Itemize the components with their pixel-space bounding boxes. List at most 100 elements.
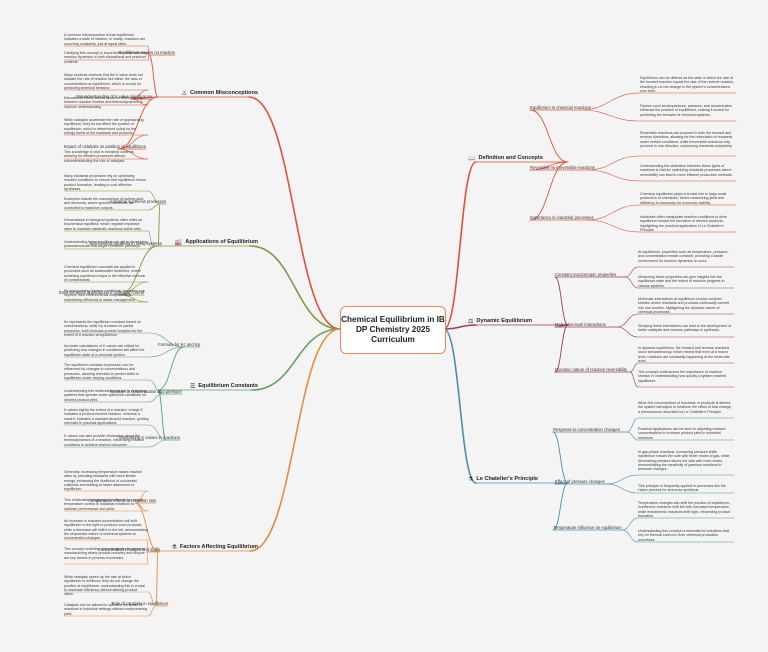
- branch-dynamic[interactable]: ⚖Dynamic Equilibrium: [468, 318, 532, 325]
- sub-topic[interactable]: Molecular-level interactions: [555, 321, 606, 327]
- sub-topic[interactable]: Constant macroscopic properties: [555, 271, 617, 277]
- branch-line-constants: [251, 328, 341, 391]
- detail-note: This knowledge is vital in industrial co…: [64, 150, 135, 163]
- detail-note: Reversible reactions can proceed in both…: [640, 131, 733, 148]
- flask-icon: ⚗: [468, 476, 474, 483]
- detail-note: Accurate calculations of K values are cr…: [64, 344, 145, 357]
- warning-icon: ⚠: [181, 90, 187, 97]
- sub-line: [157, 203, 161, 247]
- note-line: [585, 155, 641, 171]
- flask-icon: ⚗: [171, 544, 177, 551]
- sub-topic[interactable]: Equilibrium in chemical reactions: [530, 104, 591, 110]
- detail-note: Practical applications can be seen in ad…: [638, 427, 726, 440]
- detail-note: Industries often manipulate reaction con…: [640, 215, 727, 232]
- detail-note: Molecular interactions at equilibrium in…: [638, 297, 730, 314]
- detail-note: This principle is frequently applied in …: [638, 484, 726, 493]
- sub-line: [117, 96, 159, 150]
- note-line: [148, 393, 163, 403]
- branch-applications[interactable]: 🏭Applications of Equilibrium: [175, 239, 258, 246]
- note-line: [130, 89, 149, 100]
- sub-topic[interactable]: Effect of pressure changes: [555, 478, 605, 484]
- note-line: [626, 417, 639, 433]
- sub-line: [529, 109, 569, 163]
- note-line: [616, 326, 639, 338]
- detail-note: In gas-phase reactions, increasing press…: [638, 450, 730, 472]
- book-icon: 📖: [468, 155, 476, 162]
- branch-label: Common Misconceptions: [189, 90, 258, 96]
- central-title: Chemical Equilibrium in IB DP Chemistry …: [341, 315, 445, 344]
- factory-icon: 🏭: [174, 239, 183, 246]
- note-line: [585, 219, 641, 233]
- branch-line-misconceptions: [248, 96, 341, 330]
- branch-line-factors: [249, 328, 341, 552]
- branch-label: Applications of Equilibrium: [185, 239, 258, 245]
- note-line: [148, 379, 163, 395]
- detail-note: At equilibrium, properties such as tempe…: [638, 250, 729, 263]
- note-line: [148, 424, 167, 441]
- sub-topic[interactable]: Equilibrium means no reaction: [118, 49, 175, 55]
- branch-label: Factors Affecting Equilibrium: [179, 544, 258, 550]
- sub-topic[interactable]: Reversible vs irreversible reactions: [530, 164, 595, 170]
- detail-note: While catalysts accelerate the rate of a…: [64, 118, 144, 135]
- sub-topic[interactable]: Role of catalysts in equilibrium: [111, 600, 168, 606]
- note-line: [605, 483, 639, 494]
- detail-note: Many students overlook that the K value …: [64, 73, 143, 90]
- detail-note: When the concentration of reactants or p…: [638, 401, 732, 414]
- note-line: [147, 54, 150, 61]
- sub-topic[interactable]: Biochemical equilibria in living systems: [89, 240, 162, 246]
- note-line: [147, 230, 154, 247]
- sub-line: [134, 502, 159, 552]
- branch-line-dynamic: [443, 324, 477, 330]
- sub-topic[interactable]: Interpreting K values in reactions: [119, 434, 180, 440]
- central-topic[interactable]: Chemical Equilibrium in IB DP Chemistry …: [340, 306, 446, 354]
- branch-lechatelier[interactable]: ⚗Le Chatelier's Principle: [468, 476, 538, 483]
- detail-note: K values can also provide information ab…: [64, 434, 145, 447]
- equals-icon: ☰: [189, 383, 196, 390]
- note-line: [117, 134, 149, 150]
- detail-note: Educational efforts should focus on diff…: [64, 96, 143, 109]
- note-line: [146, 551, 149, 565]
- sub-topic[interactable]: Response to concentration changes: [553, 426, 620, 432]
- sub-topic[interactable]: Industrial synthesis processes: [110, 198, 166, 204]
- detail-note: Equilibrium can be defined as the state …: [640, 76, 735, 93]
- detail-note: In dynamic equilibrium, the forward and …: [638, 346, 730, 363]
- sub-line: [148, 54, 159, 98]
- note-line: [616, 313, 639, 328]
- sub-topic[interactable]: Dynamic nature of reaction reversibility: [555, 366, 628, 372]
- note-line: [147, 605, 157, 617]
- detail-note: Measuring these properties can give insi…: [638, 275, 725, 288]
- detail-note: The equilibrium constant expression can …: [64, 363, 139, 380]
- sub-topic[interactable]: Importance in industrial processes: [530, 214, 594, 220]
- detail-note: Studying these interactions can lead to …: [638, 324, 732, 333]
- note-line: [624, 276, 639, 289]
- note-line: [626, 431, 639, 441]
- detail-note: Factors such as temperature, pressure, a…: [640, 104, 733, 117]
- note-line: [118, 281, 149, 296]
- sub-topic[interactable]: Misunderstanding of K value significance: [76, 93, 152, 99]
- note-line: [147, 245, 154, 250]
- branch-constants[interactable]: ☰Equilibrium Constants: [190, 383, 258, 390]
- sub-topic[interactable]: Concentration changes and shifts: [97, 546, 160, 552]
- sub-topic[interactable]: Impact of catalysts on position of equil…: [63, 143, 146, 149]
- note-line: [146, 539, 149, 553]
- note-line: [629, 362, 639, 373]
- detail-note: Examples include the manufacture of sulf…: [64, 197, 144, 210]
- branch-line-lechatelier: [443, 328, 477, 484]
- detail-note: An increase in reactant concentration wi…: [64, 519, 148, 541]
- sub-topic[interactable]: Environmental applications in pollution …: [59, 289, 144, 295]
- branch-misconceptions[interactable]: ⚠Common Misconceptions: [182, 90, 258, 97]
- sub-topic[interactable]: Formula for Kc and Kp: [158, 341, 200, 347]
- sub-topic[interactable]: Temperature effects on reaction rate: [88, 497, 156, 503]
- sub-line: [118, 245, 159, 296]
- branch-definition[interactable]: 📖Definition and Concepts: [468, 155, 543, 162]
- sub-line: [554, 276, 569, 326]
- note-line: [148, 346, 185, 358]
- detail-note: This concept underscores the importance …: [638, 370, 727, 383]
- branch-factors[interactable]: ⚗Factors Affecting Equilibrium: [171, 544, 258, 551]
- sub-line: [554, 324, 569, 373]
- sub-topic[interactable]: Temperature influence on equilibrium: [553, 524, 622, 530]
- sub-topic[interactable]: Relation to concentration and pressure: [110, 388, 182, 394]
- detail-note: Homeostasis in biological systems often …: [64, 218, 143, 231]
- detail-note: Chemical equilibrium plays a crucial rol…: [640, 192, 727, 205]
- detail-note: Understanding this relationship can aid …: [64, 389, 147, 402]
